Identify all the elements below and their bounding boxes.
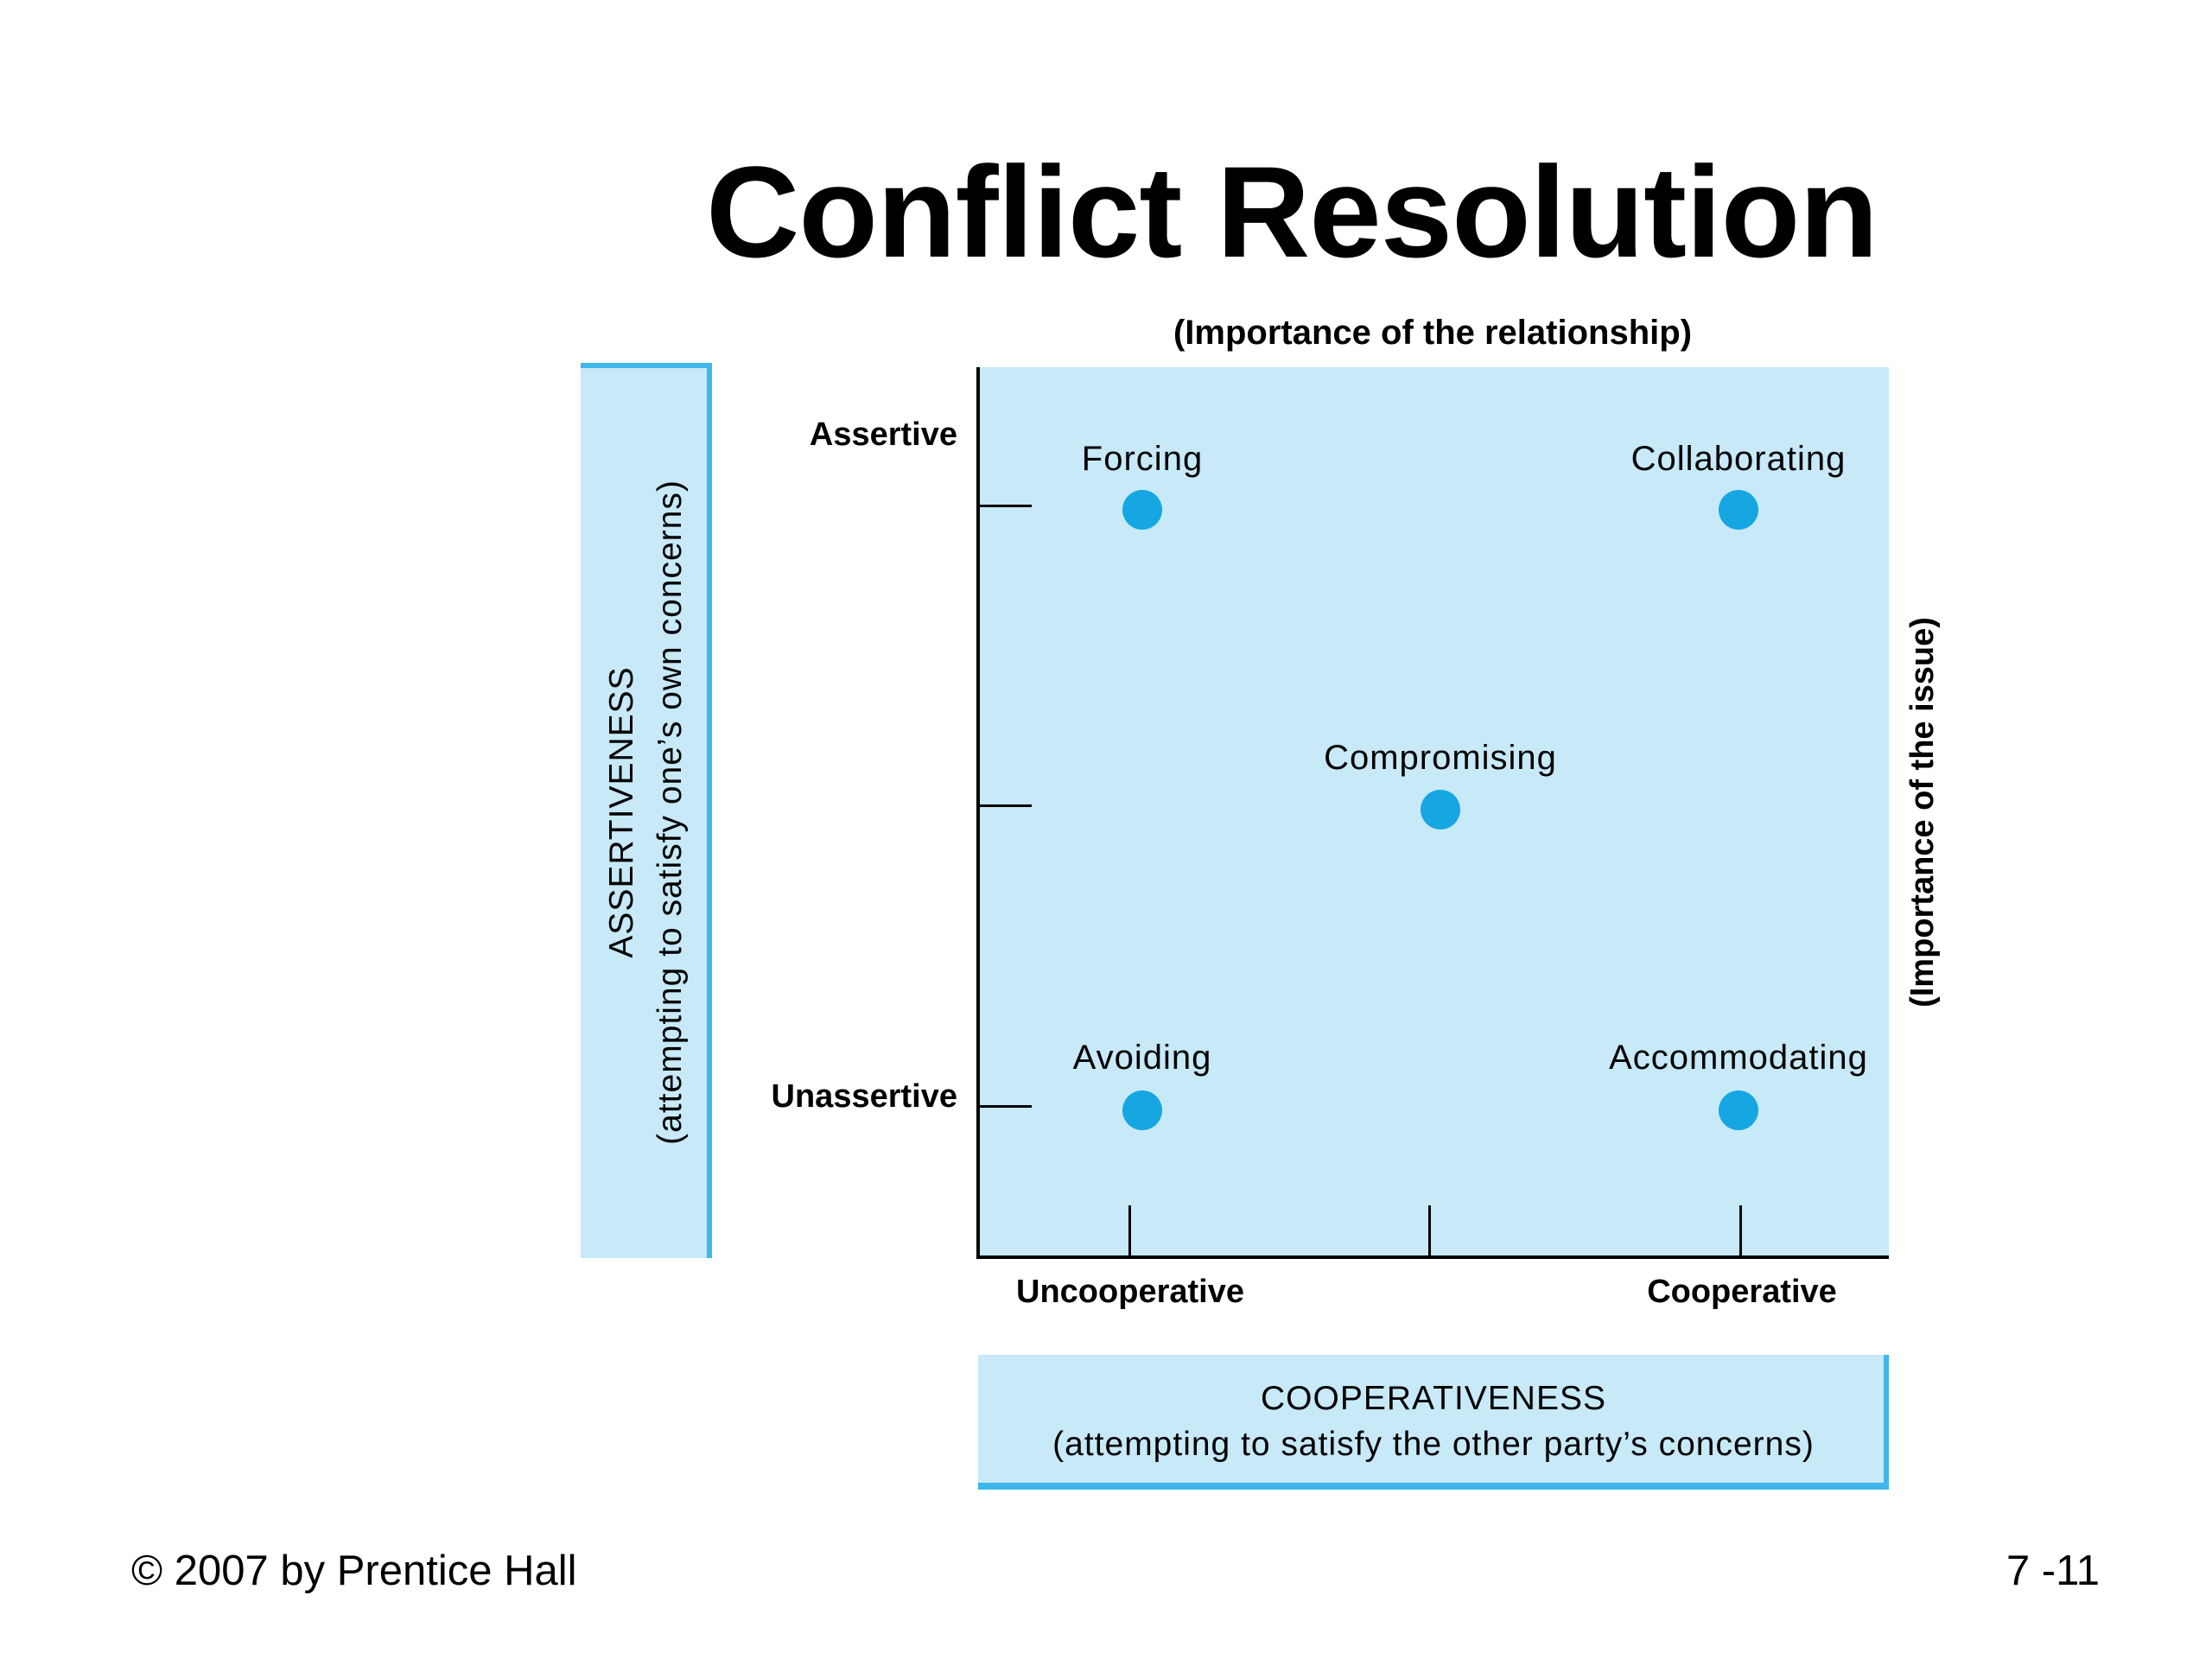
style-point-avoiding bbox=[1122, 1090, 1162, 1130]
style-label-avoiding: Avoiding bbox=[1072, 1039, 1212, 1077]
style-point-forcing bbox=[1122, 490, 1162, 530]
assertiveness-panel-text: ASSERTIVENESS (attempting to satisfy one… bbox=[598, 380, 695, 1244]
assertiveness-panel bbox=[581, 363, 712, 1258]
assertiveness-subtitle: (attempting to satisfy one’s own concern… bbox=[652, 480, 689, 1145]
page-title: Conflict Resolution bbox=[706, 139, 1878, 284]
footer-page-number: 7 -11 bbox=[2005, 1548, 2100, 1594]
style-point-accommodating bbox=[1719, 1090, 1758, 1130]
style-label-collaborating: Collaborating bbox=[1630, 440, 1847, 478]
assertiveness-title: ASSERTIVENESS bbox=[603, 666, 640, 958]
y-tick-medium bbox=[978, 804, 1032, 807]
x-tick-low bbox=[1128, 1205, 1131, 1257]
style-point-collaborating bbox=[1719, 490, 1758, 530]
style-label-compromising: Compromising bbox=[1324, 739, 1557, 777]
style-label-forcing: Forcing bbox=[1081, 440, 1204, 478]
style-point-compromising bbox=[1421, 790, 1460, 830]
y-axis-line bbox=[976, 367, 980, 1259]
style-label-accommodating: Accommodating bbox=[1609, 1039, 1868, 1077]
cooperativeness-panel bbox=[978, 1355, 1889, 1490]
cooperativeness-subtitle: (attempting to satisfy the other party’s… bbox=[1052, 1426, 1815, 1463]
right-axis-label: (Importance of the issue) bbox=[1904, 617, 1941, 1007]
x-label-cooperative: Cooperative bbox=[1647, 1274, 1837, 1310]
y-tick-high bbox=[978, 505, 1032, 507]
top-axis-label: (Importance of the relationship) bbox=[1173, 314, 1693, 352]
y-label-assertive: Assertive bbox=[809, 416, 957, 453]
y-tick-low bbox=[978, 1105, 1032, 1108]
x-tick-high bbox=[1739, 1205, 1742, 1257]
x-label-uncooperative: Uncooperative bbox=[1016, 1274, 1244, 1310]
footer-copyright: © 2007 by Prentice Hall bbox=[131, 1548, 577, 1594]
x-axis-line bbox=[976, 1255, 1889, 1259]
y-label-unassertive: Unassertive bbox=[771, 1078, 957, 1115]
cooperativeness-title: COOPERATIVENESS bbox=[1260, 1380, 1607, 1417]
x-tick-medium bbox=[1428, 1205, 1431, 1257]
